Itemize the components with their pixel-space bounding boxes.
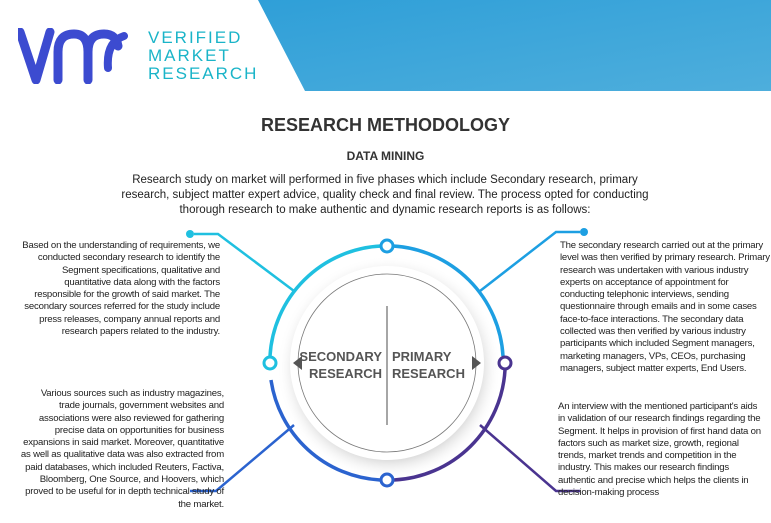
connector-bottom-left bbox=[190, 424, 295, 493]
connector-top-left bbox=[194, 232, 295, 292]
arc-top-left bbox=[268, 244, 382, 357]
dot-top-left bbox=[186, 230, 194, 238]
logo-line3: RESEARCH bbox=[148, 64, 259, 83]
logo-line1: VERIFIED bbox=[148, 28, 243, 47]
paragraph-top-right: The secondary research carried out at th… bbox=[560, 240, 770, 374]
intro-text: Research study on market will performed … bbox=[121, 174, 649, 216]
paragraph-top-left: Based on the understanding of requiremen… bbox=[22, 240, 220, 338]
dot-top-right bbox=[580, 228, 588, 236]
arc-top-right bbox=[392, 244, 505, 357]
section-subtitle: DATA MINING bbox=[346, 149, 425, 163]
right-arrow-icon bbox=[472, 356, 481, 370]
logo-line2: MARKET bbox=[148, 46, 231, 65]
node-right bbox=[497, 355, 513, 371]
paragraph-bottom-right: An interview with the mentioned particip… bbox=[558, 401, 761, 499]
node-top bbox=[379, 238, 395, 254]
secondary-research-label: SECONDARY RESEARCH bbox=[299, 349, 382, 381]
header-banner bbox=[0, 0, 771, 91]
banner-background bbox=[258, 0, 771, 91]
connector-bottom-right bbox=[479, 424, 580, 493]
left-arrow-icon bbox=[293, 356, 302, 370]
arc-bottom-right bbox=[393, 369, 507, 482]
paragraph-bottom-left: Various sources such as industry magazin… bbox=[20, 388, 224, 510]
page-title: RESEARCH METHODOLOGY bbox=[260, 115, 510, 135]
arc-bottom-left bbox=[269, 379, 381, 482]
connector-top-right bbox=[479, 230, 580, 292]
node-left bbox=[262, 355, 278, 371]
vmr-logo-icon bbox=[18, 28, 128, 84]
logo-text: VERIFIED MARKET RESEARCH bbox=[148, 29, 258, 83]
primary-research-label: PRIMARY RESEARCH bbox=[392, 349, 465, 381]
node-bottom bbox=[379, 472, 395, 488]
